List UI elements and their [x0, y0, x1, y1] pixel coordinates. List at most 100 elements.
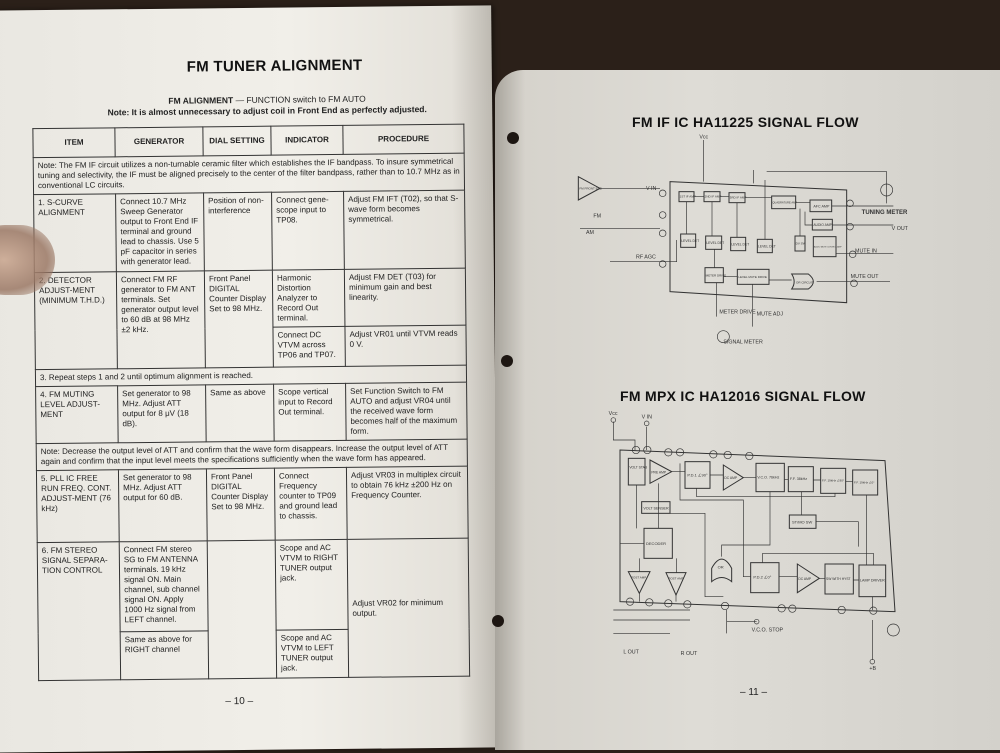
row1-generator: Connect 10.7 MHz Sweep Generator output …: [115, 192, 205, 272]
row6-indicator-a: Scope and AC VTVM to RIGHT TUNER output …: [275, 539, 349, 631]
label-2nd-if-amp: 2ND IF AMP: [705, 195, 722, 199]
finger: [0, 225, 55, 295]
label-or: OR: [718, 564, 724, 569]
block: [665, 572, 687, 597]
header-procedure: PROCEDURE: [342, 124, 465, 155]
row5-dial: Front Panel DIGITAL Counter Display Set …: [206, 468, 276, 541]
label-plus-b: +B: [869, 666, 876, 672]
label-1st-if-amp: 1ST IF AMP: [680, 195, 696, 199]
row6-indicator-b: Scope and AC VTVM to LEFT TUNER output j…: [276, 629, 349, 679]
block: [704, 267, 724, 284]
pin-labels: Vcc V IN FM AM RF AGC V OUT TUNING METER…: [586, 134, 909, 345]
row1-procedure: Adjust FM IFT (T02), so that S-wave form…: [343, 190, 466, 270]
row5-indicator: Connect Frequency counter to TP09 and gr…: [274, 467, 348, 541]
row6-item: 6. FM STEREO SIGNAL SEPARA-TION CONTROL: [37, 541, 121, 681]
stereo-lamp-icon: [886, 623, 900, 637]
header-dial-setting: DIAL SETTING: [202, 126, 272, 156]
row4-procedure: Set Function Switch to FM AUTO and adjus…: [345, 382, 468, 441]
label-level-det: LEVEL DET: [681, 239, 699, 243]
block-labels: VOLT STAB PRE AMP P.D.1 ∠90° DC AMP V.C.…: [629, 465, 885, 582]
label-ff-19k-90: F.F. 19kHz ∠90°: [822, 479, 845, 483]
block: [711, 558, 733, 583]
label-vin: V IN: [646, 186, 657, 192]
row4-indicator: Scope vertical input to Record Out termi…: [273, 383, 347, 442]
label-level-det: LEVEL DET: [731, 242, 749, 246]
label-vcc: Vcc: [699, 134, 708, 140]
row5-procedure: Adjust VR03 in multiplex circuit to obta…: [346, 466, 469, 540]
page-title: FM TUNER ALIGNMENT: [186, 56, 363, 76]
label-decoder: DECODER: [646, 541, 666, 546]
ic-outline: [669, 181, 848, 304]
table-note-row: Note: The FM IF circuit utilizes a non-t…: [33, 153, 465, 195]
block: [852, 469, 879, 496]
label-ff-38k: F.F. 38kHz: [790, 477, 807, 481]
label-meter-drive: METER DRIVE: [706, 274, 727, 278]
block: [750, 562, 780, 594]
label-st-mo-sw: ST/MO SW: [792, 519, 812, 524]
block: [730, 236, 747, 252]
fm-mpx-signal-flow-diagram: VOLT STAB PRE AMP P.D.1 ∠90° DC AMP V.C.…: [609, 411, 900, 672]
page-number-left: – 10 –: [225, 695, 254, 708]
row2-procedure-b: Adjust VR01 until VTVM reads 0 V.: [344, 325, 467, 367]
table-row: 2. DETECTOR ADJUST-MENT (MINIMUM T.H.D.)…: [34, 268, 466, 370]
right-page: FM IF IC HA11225 SIGNAL FLOW FM MPX IC H…: [492, 70, 1000, 750]
page-number-right: – 11 –: [740, 687, 768, 698]
ic-outline: [619, 449, 896, 613]
row2-indicator-b: Connect DC VTVM across TP06 and TP07.: [272, 326, 346, 368]
label-audio-mute-control: AUDIO MUTE CONTROL AMP: [814, 245, 842, 248]
block: [820, 467, 847, 494]
pin-labels: Vcc V IN L OUT R OUT V.C.O. STOP +B: [609, 411, 877, 672]
label-audio-amp: AUDIO AMP: [813, 223, 832, 227]
table-row: 5. PLL IC FREE RUN FREQ. CONT. ADJUST-ME…: [36, 466, 469, 543]
label-mute-in: MUTE IN: [855, 249, 877, 255]
row4-generator: Set generator to 98 MHz. Adjust ATT outp…: [117, 384, 207, 443]
label-v-out: V OUT: [892, 226, 909, 232]
tuning-meter-icon: [880, 183, 893, 197]
label-ff-19k-0: F.F. 19kHz ∠0°: [854, 480, 875, 484]
table-row: 1. S-CURVE ALIGNMENT Connect 10.7 MHz Sw…: [33, 190, 466, 273]
note-if: Note: The FM IF circuit utilizes a non-t…: [33, 153, 465, 195]
label-am: AM: [586, 230, 594, 236]
row5-item: 5. PLL IC FREE RUN FREQ. CONT. ADJUST-ME…: [36, 469, 120, 543]
label-front-end: FM FRONT END: [579, 186, 602, 190]
label-vco-stop: V.C.O. STOP: [752, 628, 784, 634]
block: [680, 233, 697, 248]
block: [649, 459, 673, 485]
label-vcc: Vcc: [609, 411, 618, 417]
block: [627, 571, 651, 595]
label-quadrature-amp: QUADRATURE AMP: [772, 200, 797, 204]
label-pre-amp: PRE AMP: [651, 470, 667, 474]
label-volt-senser: VOLT SENSER: [643, 506, 669, 510]
label-lamp-driver: LAMP DRIVER: [860, 579, 885, 583]
table-row: 4. FM MUTING LEVEL ADJUST-MENT Set gener…: [35, 382, 468, 444]
label-post-amp-r: POST AMP: [668, 576, 683, 580]
block: [705, 235, 723, 250]
diagram1-title: FM IF IC HA11225 SIGNAL FLOW: [632, 114, 859, 130]
header-indicator: INDICATOR: [270, 125, 344, 156]
label-mute-adj: MUTE ADJ: [757, 311, 784, 317]
left-page: FM TUNER ALIGNMENT FM ALIGNMENT — FUNCTI…: [0, 5, 499, 753]
binder-hole: [507, 132, 519, 144]
row6-procedure: Adjust VR02 for minimum output.: [347, 538, 470, 678]
binder-hole: [501, 355, 513, 367]
header-item: ITEM: [32, 127, 116, 158]
block: [722, 464, 745, 491]
label-level-det: LEVEL DET: [758, 244, 776, 248]
label-dc-amp: DC AMP: [724, 476, 738, 480]
label-3rd-if-amp: 3RD IF AMP: [730, 196, 747, 200]
label-sw-with-hyst: SW WITH HYST: [826, 577, 851, 581]
label-pd1: P.D.1 ∠90°: [687, 473, 708, 478]
label-pd2: P.D.2 ∠0°: [753, 574, 771, 579]
label-or-circuit: OR CIRCUIT: [796, 280, 814, 284]
label-l-out: L OUT: [623, 649, 639, 655]
front-end-block: [577, 175, 602, 201]
label-volt-stab: VOLT STAB: [629, 465, 648, 469]
row5-generator: Set generator to 98 MHz. Adjust ATT outp…: [118, 468, 208, 542]
ic-blocks: [678, 191, 837, 290]
block: [824, 563, 854, 595]
row2-procedure-a: Adjust FM DET (T03) for minimum gain and…: [344, 268, 466, 327]
subtitle-rest: — FUNCTION switch to FM AUTO: [233, 93, 366, 106]
row2-indicator-a: Harmonic Distortion Analyzer to Record O…: [272, 269, 345, 328]
row1-indicator: Connect gene-scope input to TP08.: [271, 191, 345, 271]
block: [641, 501, 671, 514]
